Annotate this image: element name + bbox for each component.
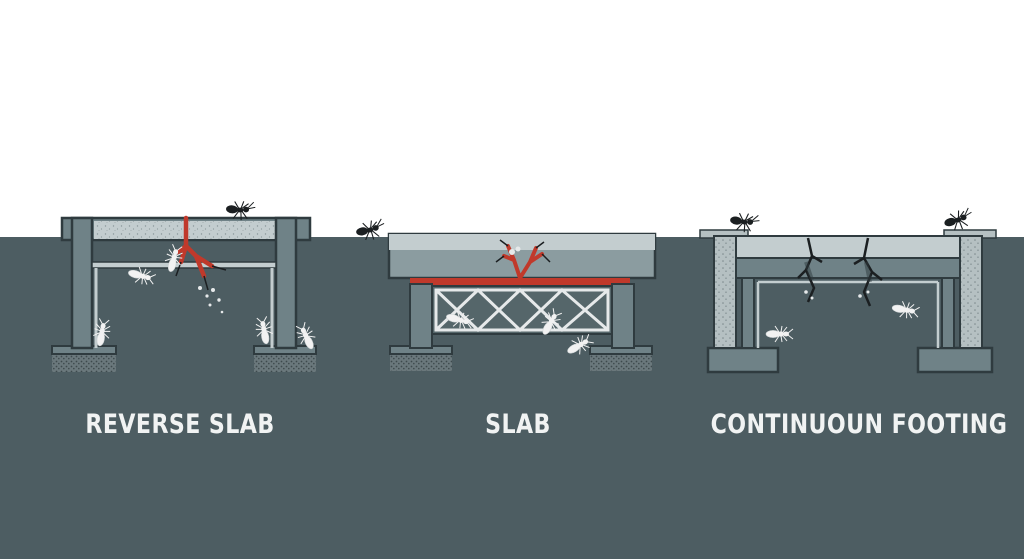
crack-red — [410, 278, 630, 286]
debris-dots — [198, 286, 224, 314]
continuous-footing-illustration — [699, 206, 997, 374]
crack — [797, 237, 823, 303]
label-slab: SLAB — [485, 409, 551, 440]
crack — [853, 237, 883, 307]
footing — [706, 346, 780, 374]
label-continuous-footing: CONTINUOUN FOOTING — [710, 409, 1008, 440]
left-wall — [70, 216, 94, 350]
gravel-bed — [52, 350, 116, 372]
stem-wall — [713, 235, 737, 349]
gravel-bed — [390, 351, 452, 371]
stem-wall — [959, 235, 983, 349]
crack-red — [502, 244, 544, 280]
truss-web — [434, 287, 610, 333]
gravel-bed — [590, 351, 652, 371]
reverse-slab-illustration — [51, 199, 320, 372]
crack-red — [175, 215, 215, 279]
ant-icon — [354, 217, 388, 243]
termite-icon — [890, 299, 921, 321]
inner-beam — [91, 261, 277, 269]
footing — [916, 346, 994, 374]
termite-icon — [765, 325, 794, 343]
right-wall — [274, 216, 298, 350]
slab-illustration — [387, 232, 657, 371]
sky-background — [0, 0, 1024, 238]
floor-slab — [735, 235, 961, 259]
gravel-bed — [254, 350, 316, 372]
truss-frame — [431, 285, 613, 335]
label-reverse-slab: REVERSE SLAB — [85, 409, 275, 440]
